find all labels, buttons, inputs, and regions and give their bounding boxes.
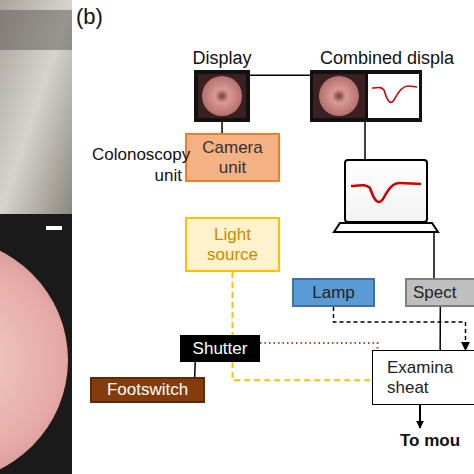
laptop-base [334, 223, 438, 232]
laptop-spect-wire [433, 232, 435, 278]
connector-line [334, 307, 466, 350]
node-text: Camera unit [198, 138, 268, 178]
connector-line [194, 362, 196, 377]
node-text: Examina sheat [387, 358, 467, 398]
spectrometer-box: Spect [405, 278, 474, 307]
node-text: Footswitch [107, 380, 188, 400]
shutter-box: Shutter [180, 335, 260, 362]
footswitch-box: Footswitch [90, 377, 205, 403]
node-text: Combined displa [320, 48, 454, 68]
node-text: Spect [413, 283, 456, 303]
light-source-box: Light source [185, 217, 280, 272]
lamp-box: Lamp [292, 278, 375, 307]
node-text: Lamp [312, 283, 355, 303]
monitor-screen [194, 70, 250, 122]
output-label: To mou [400, 431, 474, 451]
panel-letter: (b) [76, 4, 116, 30]
node-text: Light source [202, 225, 264, 265]
laptop-curve [351, 183, 421, 202]
display-monitor: Display [194, 70, 250, 122]
panel-gap [72, 0, 74, 474]
node-text: Display [192, 48, 251, 68]
laptop-icon [334, 160, 438, 232]
unit-label: Colonoscopy unit [92, 144, 182, 186]
combined-display-monitor: Combined displa [310, 70, 422, 122]
connector-line [260, 343, 378, 350]
colon-view [0, 238, 68, 474]
connector-line [250, 74, 310, 76]
connector-line [439, 307, 441, 350]
photo-shade [0, 10, 72, 50]
node-text: Shutter [193, 339, 248, 359]
camera-box: Camera unit [185, 133, 280, 182]
examination-sheath-box: Examina sheat [372, 350, 474, 405]
mouth-arrow [419, 405, 421, 428]
combined-screen [310, 70, 422, 122]
photo-top [0, 0, 72, 214]
laptop-screen [345, 160, 427, 222]
display-laptop-wire [364, 122, 366, 160]
connector-line [221, 122, 223, 133]
scale-bar [46, 226, 62, 230]
